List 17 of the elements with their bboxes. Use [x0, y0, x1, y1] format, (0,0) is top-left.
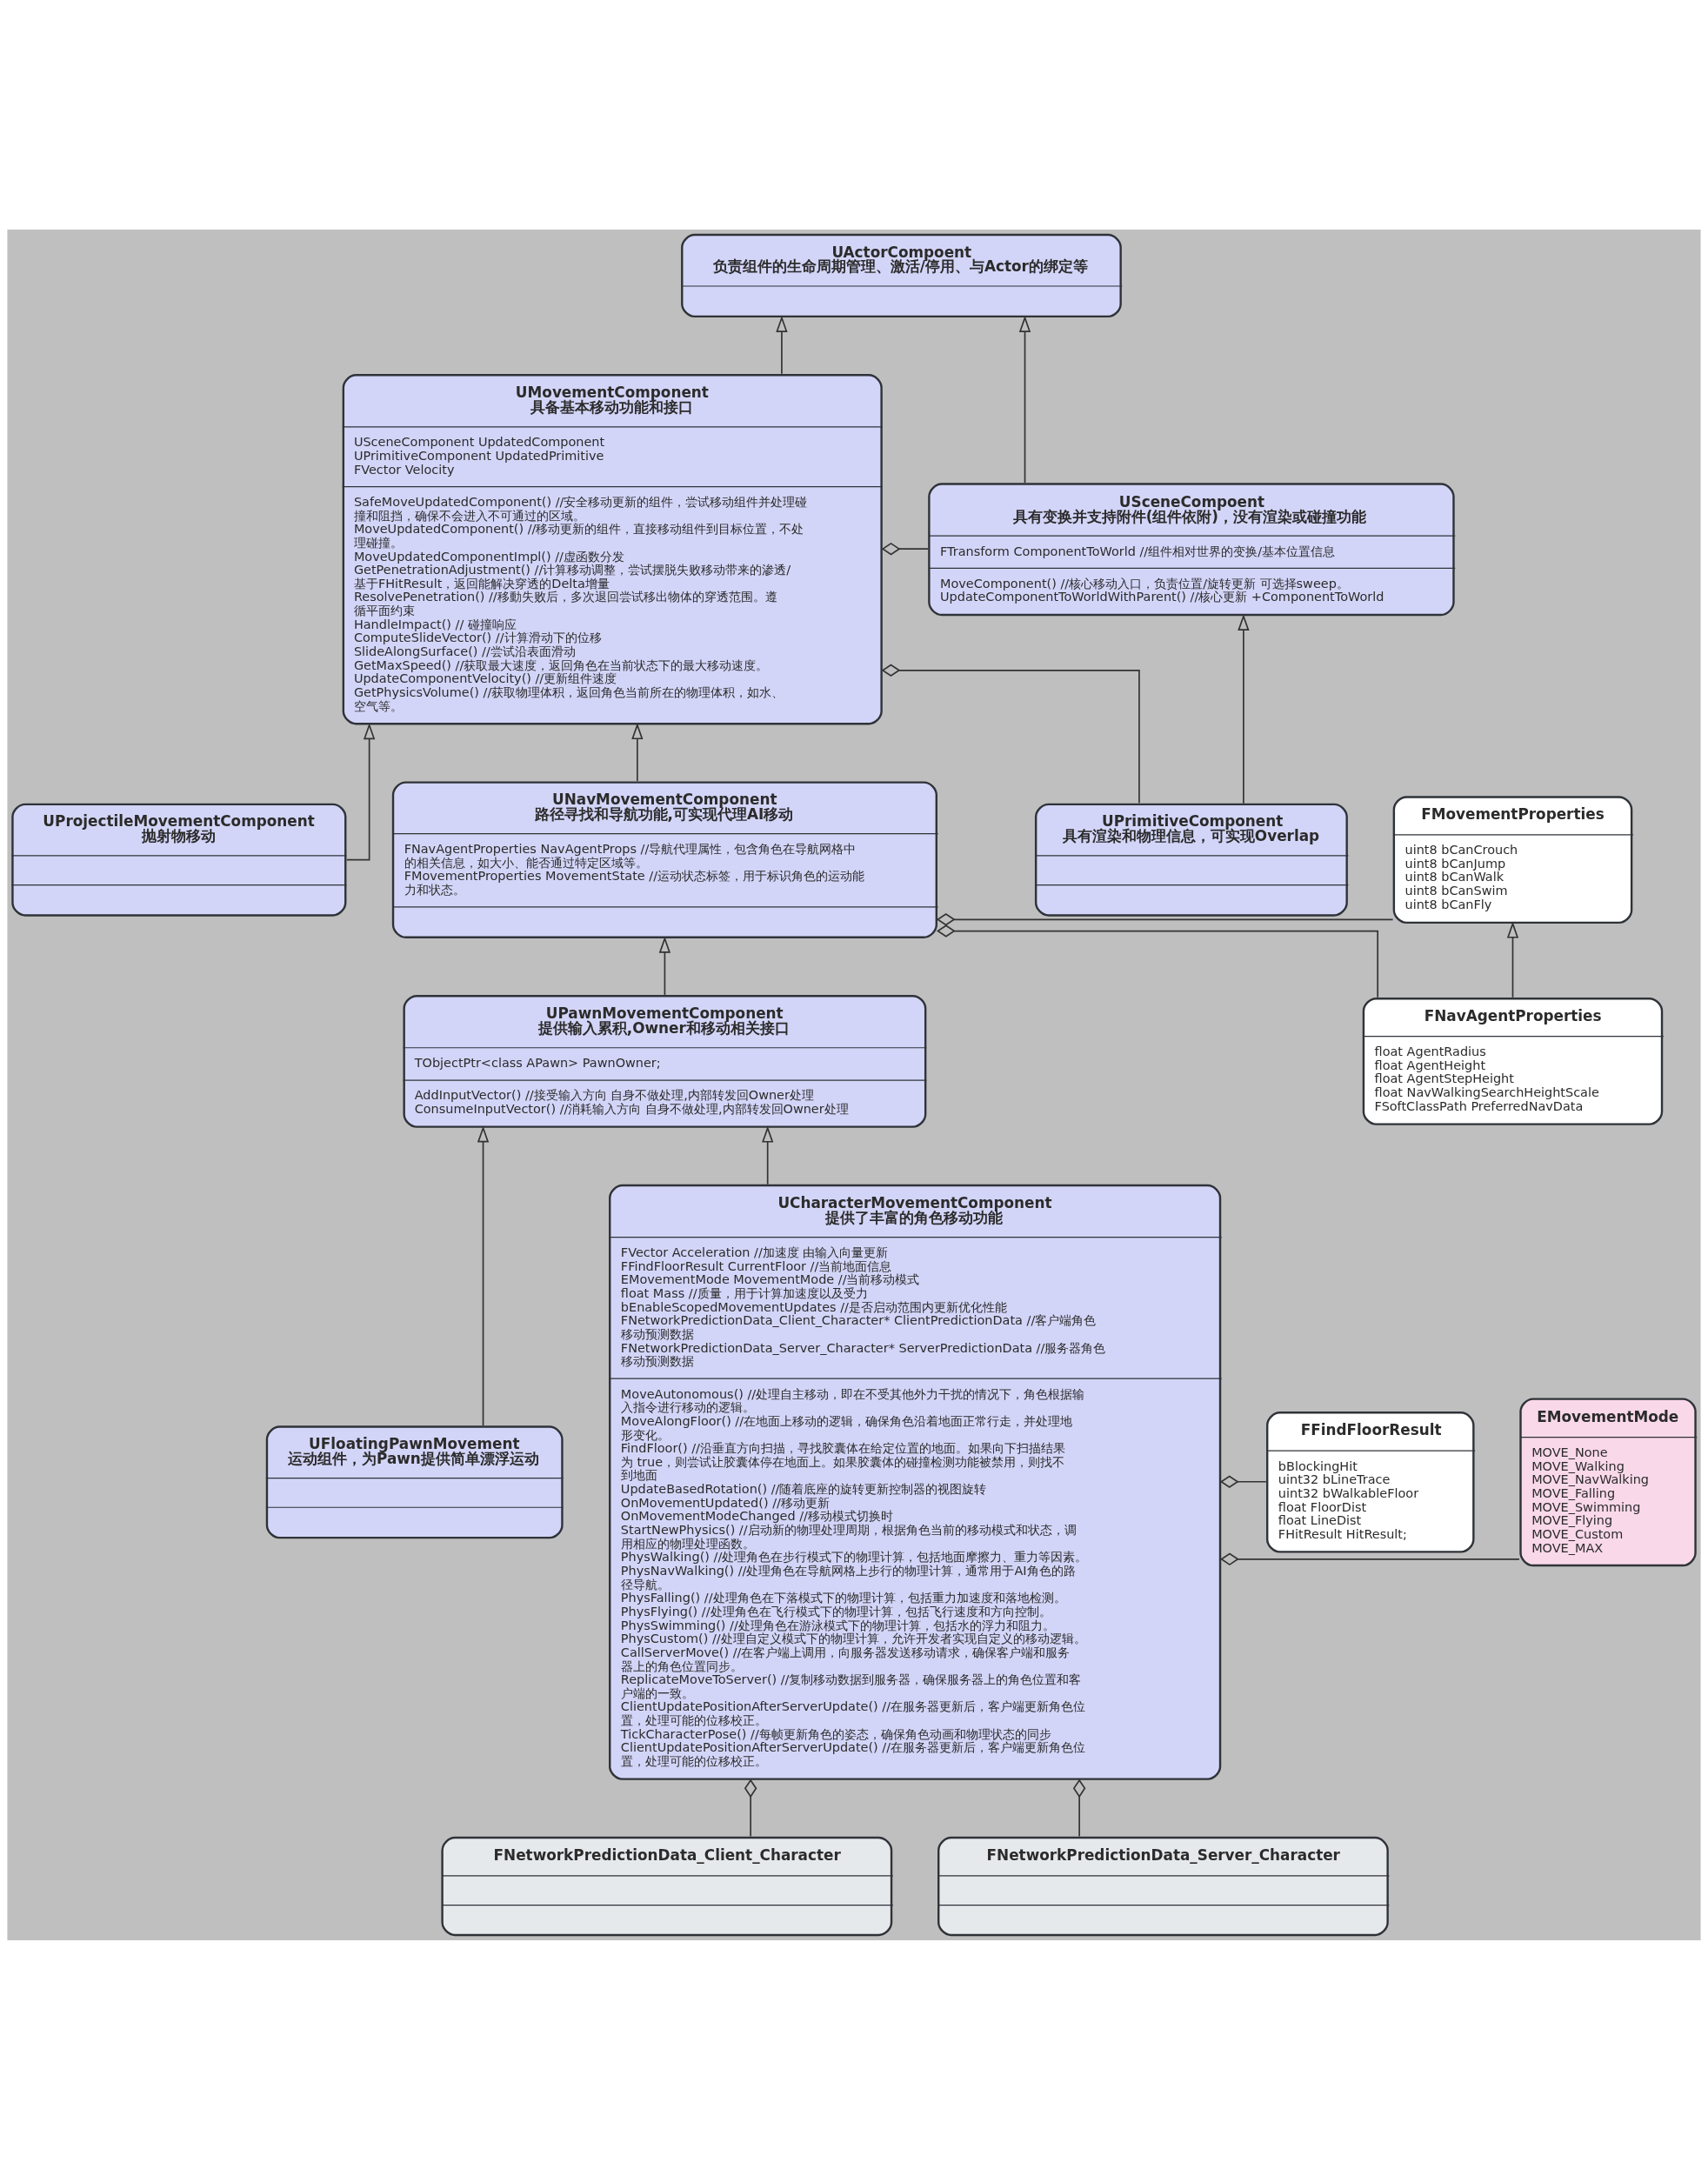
arrow	[631, 722, 644, 782]
arrow	[658, 936, 671, 996]
arrow	[1506, 921, 1519, 998]
arrow	[1018, 315, 1031, 484]
arrow	[477, 1125, 490, 1426]
arrow	[1238, 613, 1250, 804]
arrow	[762, 1125, 774, 1185]
connector	[1072, 1778, 1086, 1837]
connector	[1219, 1474, 1267, 1488]
connector	[936, 912, 1394, 926]
connector	[936, 924, 1379, 998]
arrow	[345, 722, 376, 861]
connector	[744, 1778, 757, 1837]
arrow	[776, 315, 788, 375]
connector	[1220, 1552, 1520, 1565]
connector	[881, 664, 1140, 804]
connector	[881, 542, 929, 555]
